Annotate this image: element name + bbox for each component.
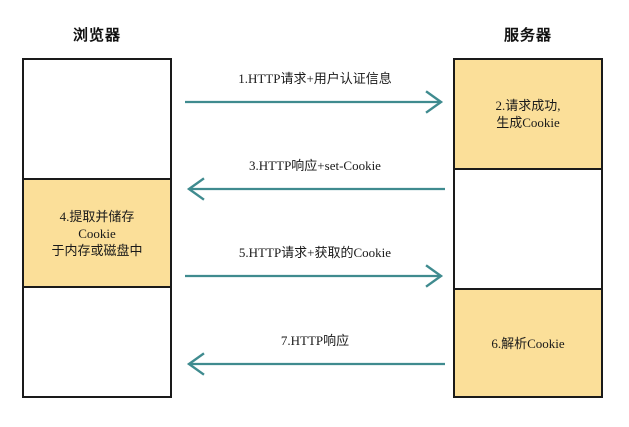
message-5-label: 5.HTTP请求+获取的Cookie (238, 245, 392, 260)
server-column-title: 服务器 (503, 27, 552, 44)
arrow-left-icon (186, 177, 445, 201)
browser-segment-idle-top (24, 60, 170, 178)
message-5-request-with-cookie: 5.HTTP请求+获取的Cookie (185, 242, 445, 298)
server-segment-create-cookie: 2.请求成功, 生成Cookie (455, 60, 601, 170)
browser-segment-idle-bottom (24, 288, 170, 396)
message-1-request-auth: 1.HTTP请求+用户认证信息 (185, 68, 445, 124)
server-segment-parse-cookie: 6.解析Cookie (455, 288, 601, 396)
arrow-left-icon (186, 352, 445, 376)
message-3-response-setcookie: 3.HTTP响应+set-Cookie (185, 155, 445, 211)
message-7-label: 7.HTTP响应 (280, 333, 350, 348)
message-1-label: 1.HTTP请求+用户认证信息 (238, 71, 392, 86)
message-7-response: 7.HTTP响应 (185, 330, 445, 386)
server-lifeline-box: 2.请求成功, 生成Cookie 6.解析Cookie (453, 58, 603, 398)
browser-segment-store-cookie: 4.提取并储存 Cookie 于内存或磁盘中 (24, 178, 170, 288)
arrow-right-icon (185, 264, 444, 288)
message-3-label: 3.HTTP响应+set-Cookie (249, 158, 381, 173)
arrow-right-icon (185, 90, 444, 114)
server-segment-idle-middle (455, 170, 601, 288)
browser-column-title: 浏览器 (72, 27, 121, 44)
browser-lifeline-box: 4.提取并储存 Cookie 于内存或磁盘中 (22, 58, 172, 398)
